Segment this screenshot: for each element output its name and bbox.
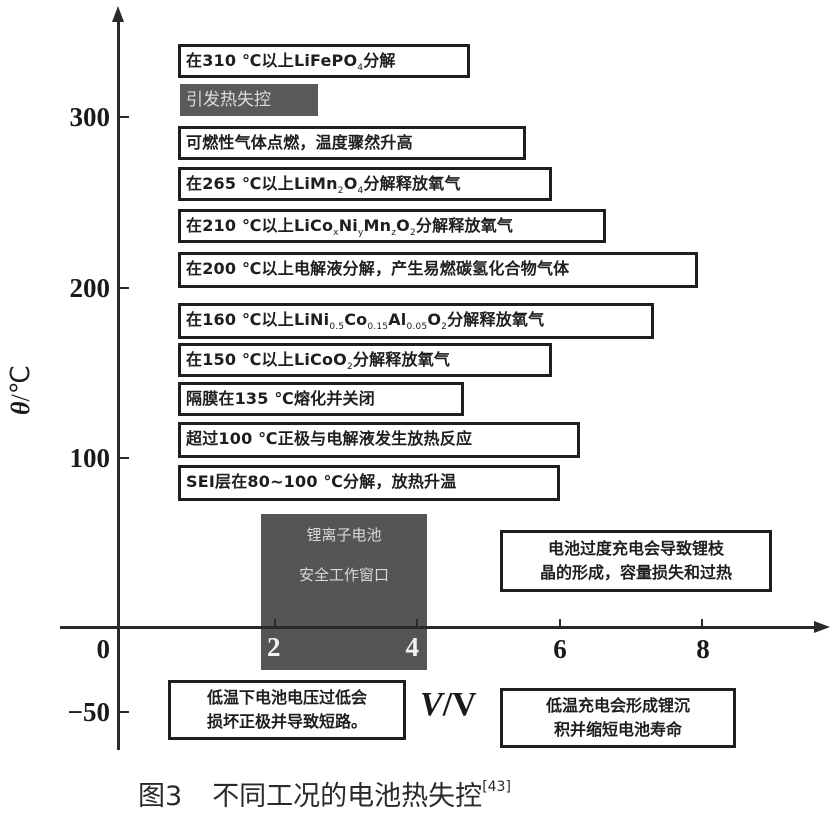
subscript: x xyxy=(333,228,339,238)
event-text: Co xyxy=(344,310,368,329)
event-text: 分解 xyxy=(363,51,396,70)
event-text: Ni xyxy=(338,216,358,235)
note-overcharge: 电池过度充电会导致锂枝 晶的形成，容量损失和过热 xyxy=(500,530,772,592)
subscript: y xyxy=(357,228,364,238)
x-tick-label-4: 4 xyxy=(405,632,420,662)
subscript: z xyxy=(391,228,397,238)
subscript: 2 xyxy=(441,322,448,332)
y-tick-label-100: 100 xyxy=(69,443,111,473)
event-text: 可燃性气体点燃，温度骤然升高 xyxy=(186,133,413,152)
note-line: 晶的形成，容量损失和过热 xyxy=(539,563,732,582)
event-text: 隔膜在135 ℃熔化并关闭 xyxy=(186,389,375,408)
subscript: 2 xyxy=(337,186,344,196)
event-text: 超过100 ℃正极与电解液发生放热反应 xyxy=(186,429,473,448)
y-tick-100 xyxy=(119,457,129,459)
x-tick-2 xyxy=(274,619,276,627)
note-line: 低温下电池电压过低会 xyxy=(206,688,367,707)
x-tick-label-8: 8 xyxy=(696,634,710,664)
event-text: 在265 ℃以上LiMn xyxy=(186,174,338,193)
note-line: 低温充电会形成锂沉 xyxy=(545,696,690,715)
y-axis-title: θ/℃ xyxy=(6,335,36,415)
event-text: Al xyxy=(388,310,407,329)
figure-reference: [43] xyxy=(482,779,511,795)
event-310-lifepo4: 在310 ℃以上LiFePO4分解 xyxy=(178,44,470,78)
y-axis-symbol: θ xyxy=(6,401,35,416)
event-300-thermal-runaway: 引发热失控 xyxy=(180,84,318,116)
note-line: 电池过度充电会导致锂枝 xyxy=(547,539,724,558)
y-axis-unit: /℃ xyxy=(6,365,35,402)
event-text: 分解释放氧气 xyxy=(363,174,461,193)
safe-window-line2: 安全工作窗口 xyxy=(298,566,389,584)
y-tick-200 xyxy=(119,287,129,289)
y-tick-minus50 xyxy=(119,711,129,713)
figure-title: 不同工况的电池热失控 xyxy=(212,781,483,812)
note-line: 损坏正极并导致短路。 xyxy=(206,712,367,731)
y-axis-arrow-icon xyxy=(112,6,124,22)
figure-label: 图3 xyxy=(138,781,183,812)
subscript: 0.5 xyxy=(329,322,345,332)
event-text: 在200 ℃以上电解液分解，产生易燃碳氢化合物气体 xyxy=(186,259,570,278)
event-text: Mn xyxy=(363,216,392,235)
x-axis-overlay xyxy=(261,626,427,629)
safe-window-line1: 锂离子电池 xyxy=(306,526,382,544)
y-axis xyxy=(117,20,120,750)
note-low-temp-charging: 低温充电会形成锂沉 积并缩短电池寿命 xyxy=(500,688,736,748)
y-tick-300 xyxy=(119,116,129,118)
x-tick-6 xyxy=(559,619,561,627)
x-axis xyxy=(60,626,816,629)
x-tick-label-2: 2 xyxy=(267,632,281,662)
event-100-cathode-electrolyte: 超过100 ℃正极与电解液发生放热反应 xyxy=(178,422,580,458)
x-tick-4 xyxy=(416,619,418,627)
event-150-licoo2: 在150 ℃以上LiCoO2分解释放氧气 xyxy=(178,343,552,377)
event-text: 分解释放氧气 xyxy=(415,216,514,235)
event-280-gas-ignition: 可燃性气体点燃，温度骤然升高 xyxy=(178,126,526,160)
event-135-separator: 隔膜在135 ℃熔化并关闭 xyxy=(178,382,464,416)
safe-operating-window: 锂离子电池 安全工作窗口 2 4 xyxy=(261,514,427,670)
subscript: 0.15 xyxy=(367,322,389,332)
event-text: O xyxy=(343,174,358,193)
x-axis-symbol: V xyxy=(420,686,443,723)
y-tick-label-minus50: −50 xyxy=(67,697,110,727)
y-tick-label-300: 300 xyxy=(69,102,111,132)
note-line: 积并缩短电池寿命 xyxy=(553,720,682,739)
event-160-nca: 在160 ℃以上LiNi0.5Co0.15Al0.05O2分解释放氧气 xyxy=(178,303,654,339)
subscript: 2 xyxy=(346,362,353,372)
x-axis-title: V/V xyxy=(420,686,477,724)
subscript: 2 xyxy=(409,228,416,238)
y-tick-label-200: 200 xyxy=(69,273,111,303)
event-text: O xyxy=(396,216,410,235)
event-text: 在310 ℃以上LiFePO xyxy=(186,51,358,70)
x-axis-unit: /V xyxy=(442,686,477,723)
event-80-sei: SEI层在80~100 ℃分解，放热升温 xyxy=(178,465,560,501)
event-text: 引发热失控 xyxy=(186,90,271,110)
event-text: 分解释放氧气 xyxy=(447,310,545,329)
x-tick-8 xyxy=(701,619,703,627)
subscript: 0.05 xyxy=(406,322,428,332)
event-265-limn2o4: 在265 ℃以上LiMn2O4分解释放氧气 xyxy=(178,167,552,201)
figure-caption: 图3 不同工况的电池热失控[43] xyxy=(138,770,511,814)
subscript: 4 xyxy=(357,186,364,196)
event-text: 在210 ℃以上LiCo xyxy=(186,216,334,235)
event-text: 分解释放氧气 xyxy=(352,350,451,369)
event-text: O xyxy=(427,310,442,329)
event-200-electrolyte: 在200 ℃以上电解液分解，产生易燃碳氢化合物气体 xyxy=(178,252,698,288)
event-210-ncm: 在210 ℃以上LiCoxNiyMnzO2分解释放氧气 xyxy=(178,209,606,243)
event-text: SEI层在80~100 ℃分解，放热升温 xyxy=(186,472,457,491)
x-axis-arrow-icon xyxy=(814,621,830,633)
subscript: 4 xyxy=(357,63,364,73)
origin-label: 0 xyxy=(96,634,111,664)
x-tick-label-6: 6 xyxy=(553,634,567,664)
event-text: 在160 ℃以上LiNi xyxy=(186,310,330,329)
note-low-voltage: 低温下电池电压过低会 损坏正极并导致短路。 xyxy=(168,680,406,740)
event-text: 在150 ℃以上LiCoO xyxy=(186,350,347,369)
